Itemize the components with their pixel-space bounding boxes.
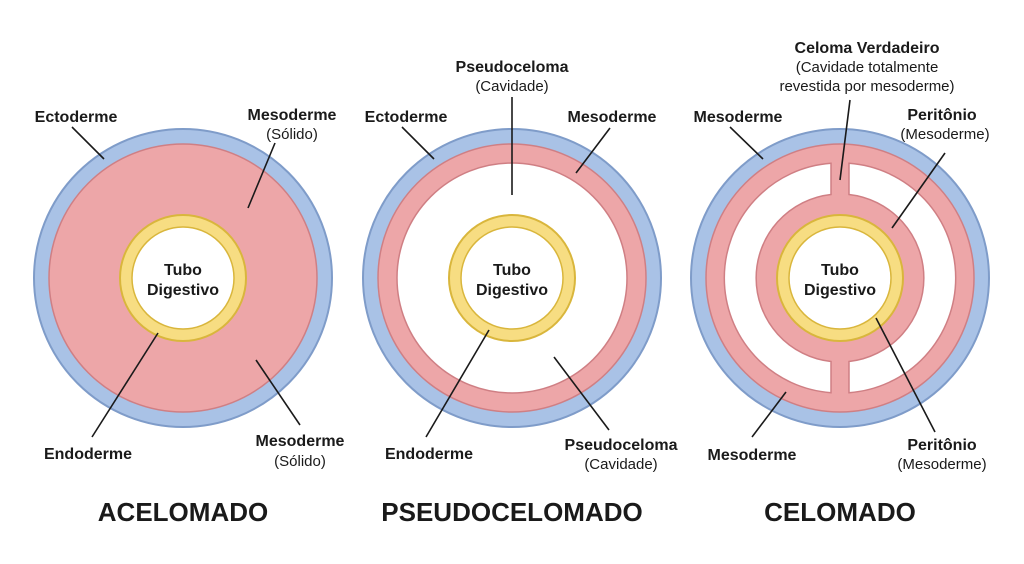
tube-label-line1: Tubo bbox=[164, 262, 202, 279]
label-coelom-sub2: revestida por mesoderme) bbox=[779, 78, 954, 95]
label-pseudocoel-top: Pseudoceloma bbox=[456, 59, 569, 76]
leader-mesoderm bbox=[575, 127, 611, 174]
coelom-cavity-left bbox=[723, 162, 832, 394]
label-mesoderm-top-sub: (Sólido) bbox=[266, 126, 318, 143]
panel-title: PSEUDOCELOMADO bbox=[381, 497, 642, 527]
gut-lumen bbox=[788, 226, 892, 330]
leader-coelom bbox=[839, 99, 851, 181]
label-coelom: Celoma Verdadeiro bbox=[795, 40, 940, 57]
panel-title: ACELOMADO bbox=[98, 497, 268, 527]
label-pseudocoel-top-sub: (Cavidade) bbox=[475, 78, 548, 95]
leader-mesoderm-top bbox=[729, 126, 764, 160]
label-peritoneum-top-sub: (Mesoderme) bbox=[900, 126, 989, 143]
tube-label-line2: Digestivo bbox=[476, 282, 548, 299]
label-mesoderm: Mesoderme bbox=[568, 109, 657, 126]
label-mesoderm-bottom: Mesoderme bbox=[256, 433, 345, 450]
leader-mesoderm-bottom bbox=[255, 359, 301, 426]
tube-label-line1: Tubo bbox=[493, 262, 531, 279]
label-peritoneum-bottom: Peritônio bbox=[907, 437, 977, 454]
leader-ectoderm bbox=[401, 126, 435, 160]
leader-mesoderm-top bbox=[247, 142, 276, 209]
label-endoderm: Endoderme bbox=[385, 446, 473, 463]
leader-endoderm bbox=[91, 332, 159, 438]
label-pseudocoel-bottom: Pseudoceloma bbox=[565, 437, 678, 454]
panel-title: CELOMADO bbox=[764, 497, 916, 527]
label-mesoderm-bottom: Mesoderme bbox=[708, 447, 797, 464]
label-peritoneum-bottom-sub: (Mesoderme) bbox=[897, 456, 986, 473]
panel-pseudocelomado: Tubo Digestivo Pseudoceloma (Cavidade) E… bbox=[362, 59, 678, 527]
label-ectoderm: Ectoderme bbox=[35, 109, 118, 126]
leader-pseudocoel-bottom bbox=[553, 356, 610, 431]
coelom-cavity-right bbox=[848, 162, 957, 394]
leader-mesoderm-bottom bbox=[751, 391, 787, 438]
label-endoderm: Endoderme bbox=[44, 446, 132, 463]
gut-lumen bbox=[460, 226, 564, 330]
label-coelom-sub1: (Cavidade totalmente bbox=[796, 59, 939, 76]
tube-label-line2: Digestivo bbox=[147, 282, 219, 299]
label-mesoderm-top: Mesoderme bbox=[694, 109, 783, 126]
label-mesoderm-bottom-sub: (Sólido) bbox=[274, 453, 326, 470]
tube-label-line2: Digestivo bbox=[804, 282, 876, 299]
panel-celomado: Tubo Digestivo Celoma Verdadeiro (Cavida… bbox=[690, 40, 990, 527]
gut-lumen bbox=[131, 226, 235, 330]
leader-peritoneum-bottom bbox=[875, 317, 936, 433]
label-peritoneum-top: Peritônio bbox=[907, 107, 977, 124]
leader-peritoneum-top bbox=[891, 152, 946, 229]
leader-endoderm bbox=[425, 329, 490, 438]
label-pseudocoel-bottom-sub: (Cavidade) bbox=[584, 456, 657, 473]
panel-acelomado: Tubo Digestivo Ectoderme Mesoderme (Sóli… bbox=[33, 107, 345, 527]
label-ectoderm: Ectoderme bbox=[365, 109, 448, 126]
label-mesoderm-top: Mesoderme bbox=[248, 107, 337, 124]
leader-ectoderm bbox=[71, 126, 105, 160]
tube-label-line1: Tubo bbox=[821, 262, 859, 279]
